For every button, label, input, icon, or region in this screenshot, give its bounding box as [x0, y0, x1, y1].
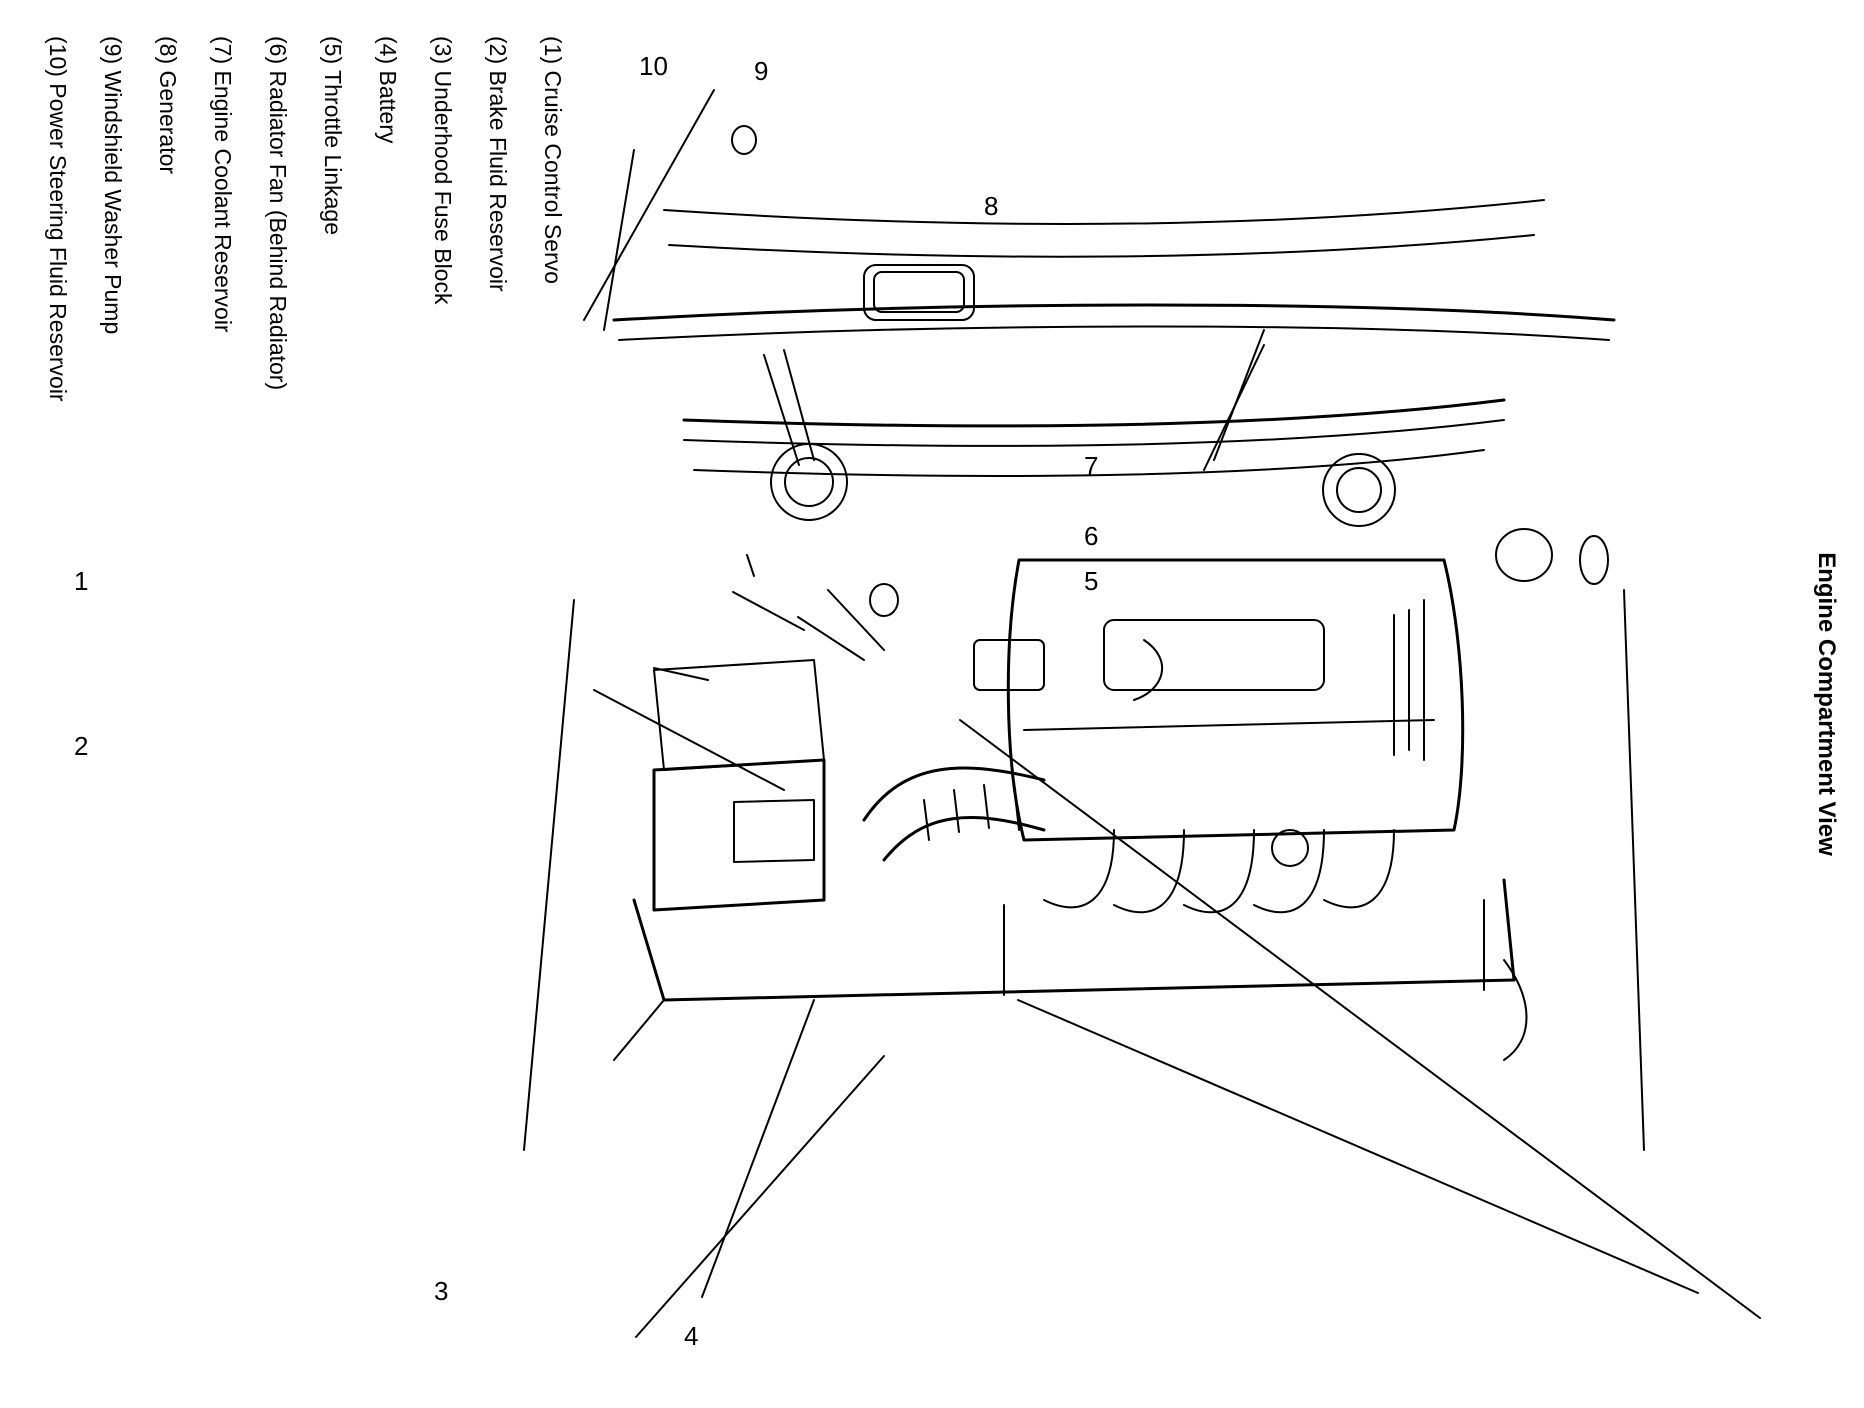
reservoirs — [869, 528, 1609, 691]
legend-item: (10) Power Steering Fluid Reservoir — [45, 36, 71, 402]
intake-runners — [1043, 829, 1395, 914]
radiator-area — [613, 878, 1528, 1061]
legend-item: (7) Engine Coolant Reservoir — [210, 36, 236, 333]
callout-4: 4 — [684, 1321, 698, 1351]
callout-labels: 1 2 3 4 5 6 7 8 9 10 — [74, 51, 1098, 1351]
callout-10: 10 — [639, 51, 668, 81]
legend-item: (8) Generator — [155, 36, 181, 175]
callout-7: 7 — [1084, 451, 1098, 481]
legend-item: (1) Cruise Control Servo — [540, 36, 566, 284]
leader-lines — [593, 554, 1761, 1338]
callout-8: 8 — [984, 191, 998, 221]
intake-hose — [862, 766, 1046, 862]
callout-9: 9 — [754, 56, 768, 86]
callout-5: 5 — [1084, 566, 1098, 596]
fuse-block — [653, 659, 825, 771]
battery — [652, 758, 826, 912]
hood-outline — [523, 89, 1645, 1151]
legend: (1) Cruise Control Servo (2) Brake Fluid… — [30, 36, 580, 736]
callout-1: 1 — [74, 566, 88, 596]
callout-3: 3 — [434, 1276, 448, 1306]
legend-item: (5) Throttle Linkage — [320, 36, 346, 236]
legend-item: (6) Radiator Fan (Behind Radiator) — [265, 36, 291, 391]
engine-cover — [1006, 558, 1465, 842]
callout-2: 2 — [74, 731, 88, 761]
legend-item: (2) Brake Fluid Reservoir — [485, 36, 511, 292]
legend-item: (9) Windshield Washer Pump — [100, 36, 126, 335]
strut-towers — [770, 443, 1396, 527]
callout-6: 6 — [1084, 521, 1098, 551]
legend-item: (3) Underhood Fuse Block — [430, 36, 456, 305]
coolant-reservoir — [1271, 829, 1309, 867]
legend-item: (4) Battery — [375, 36, 401, 144]
